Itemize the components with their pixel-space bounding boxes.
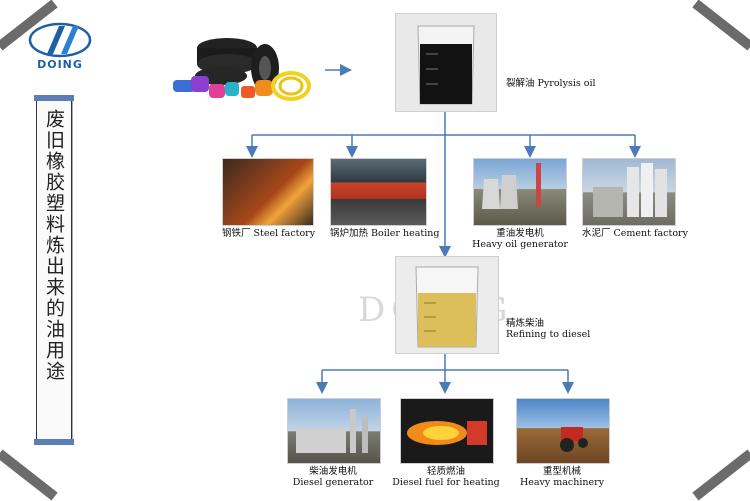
steel-factory-image [222,158,314,226]
diesel-heating-label: 轻质燃油 Diesel fuel for heating [390,466,502,488]
heavy-machinery-label: 重型机械 Heavy machinery [508,466,616,488]
brand-logo [25,20,95,80]
boiler-heating-label: 锅炉加热 Boiler heating [330,228,440,239]
boiler-heating-image [330,158,427,226]
logo-emblem-icon [28,22,92,58]
pyrolysis-oil-image [395,13,497,112]
brand-name: DOING [37,58,83,71]
heavy-machinery-image [516,398,610,464]
diesel-heating-cn: 轻质燃油 [426,466,465,477]
side-title: 废旧橡胶塑料炼出来的油用途 [43,109,65,382]
refine-label-cn: 精炼柴油 [506,318,545,329]
refined-diesel-image [395,256,499,354]
pyrolysis-oil-label: 裂解油 Pyrolysis oil [506,78,596,89]
heavy-oil-generator-cn: 重油发电机 [496,228,544,239]
refine-label-en: Refining to diesel [506,329,591,340]
diesel-generator-image [287,398,381,464]
diesel-generator-en: Diesel generator [292,477,374,488]
heavy-oil-generator-label: 重油发电机 Heavy oil generator [468,228,572,250]
side-title-panel: 废旧橡胶塑料炼出来的油用途 [34,95,74,445]
tires-plastics-image [165,28,320,108]
heavy-machinery-cn: 重型机械 [542,466,581,477]
steel-factory-label: 钢铁厂 Steel factory [222,228,316,239]
diesel-heating-en: Diesel fuel for heating [392,477,500,488]
cement-factory-image [582,158,676,226]
panel-top-bar [34,95,74,101]
heavy-oil-generator-en: Heavy oil generator [472,239,568,250]
cement-factory-label: 水泥厂 Cement factory [582,228,688,239]
diesel-generator-label: 柴油发电机 Diesel generator [280,466,386,488]
panel-bottom-bar [34,439,74,445]
diesel-generator-cn: 柴油发电机 [309,466,357,477]
heavy-machinery-en: Heavy machinery [519,477,605,488]
diesel-heating-image [400,398,494,464]
refine-label: 精炼柴油 Refining to diesel [506,318,590,340]
heavy-oil-generator-image [473,158,567,226]
